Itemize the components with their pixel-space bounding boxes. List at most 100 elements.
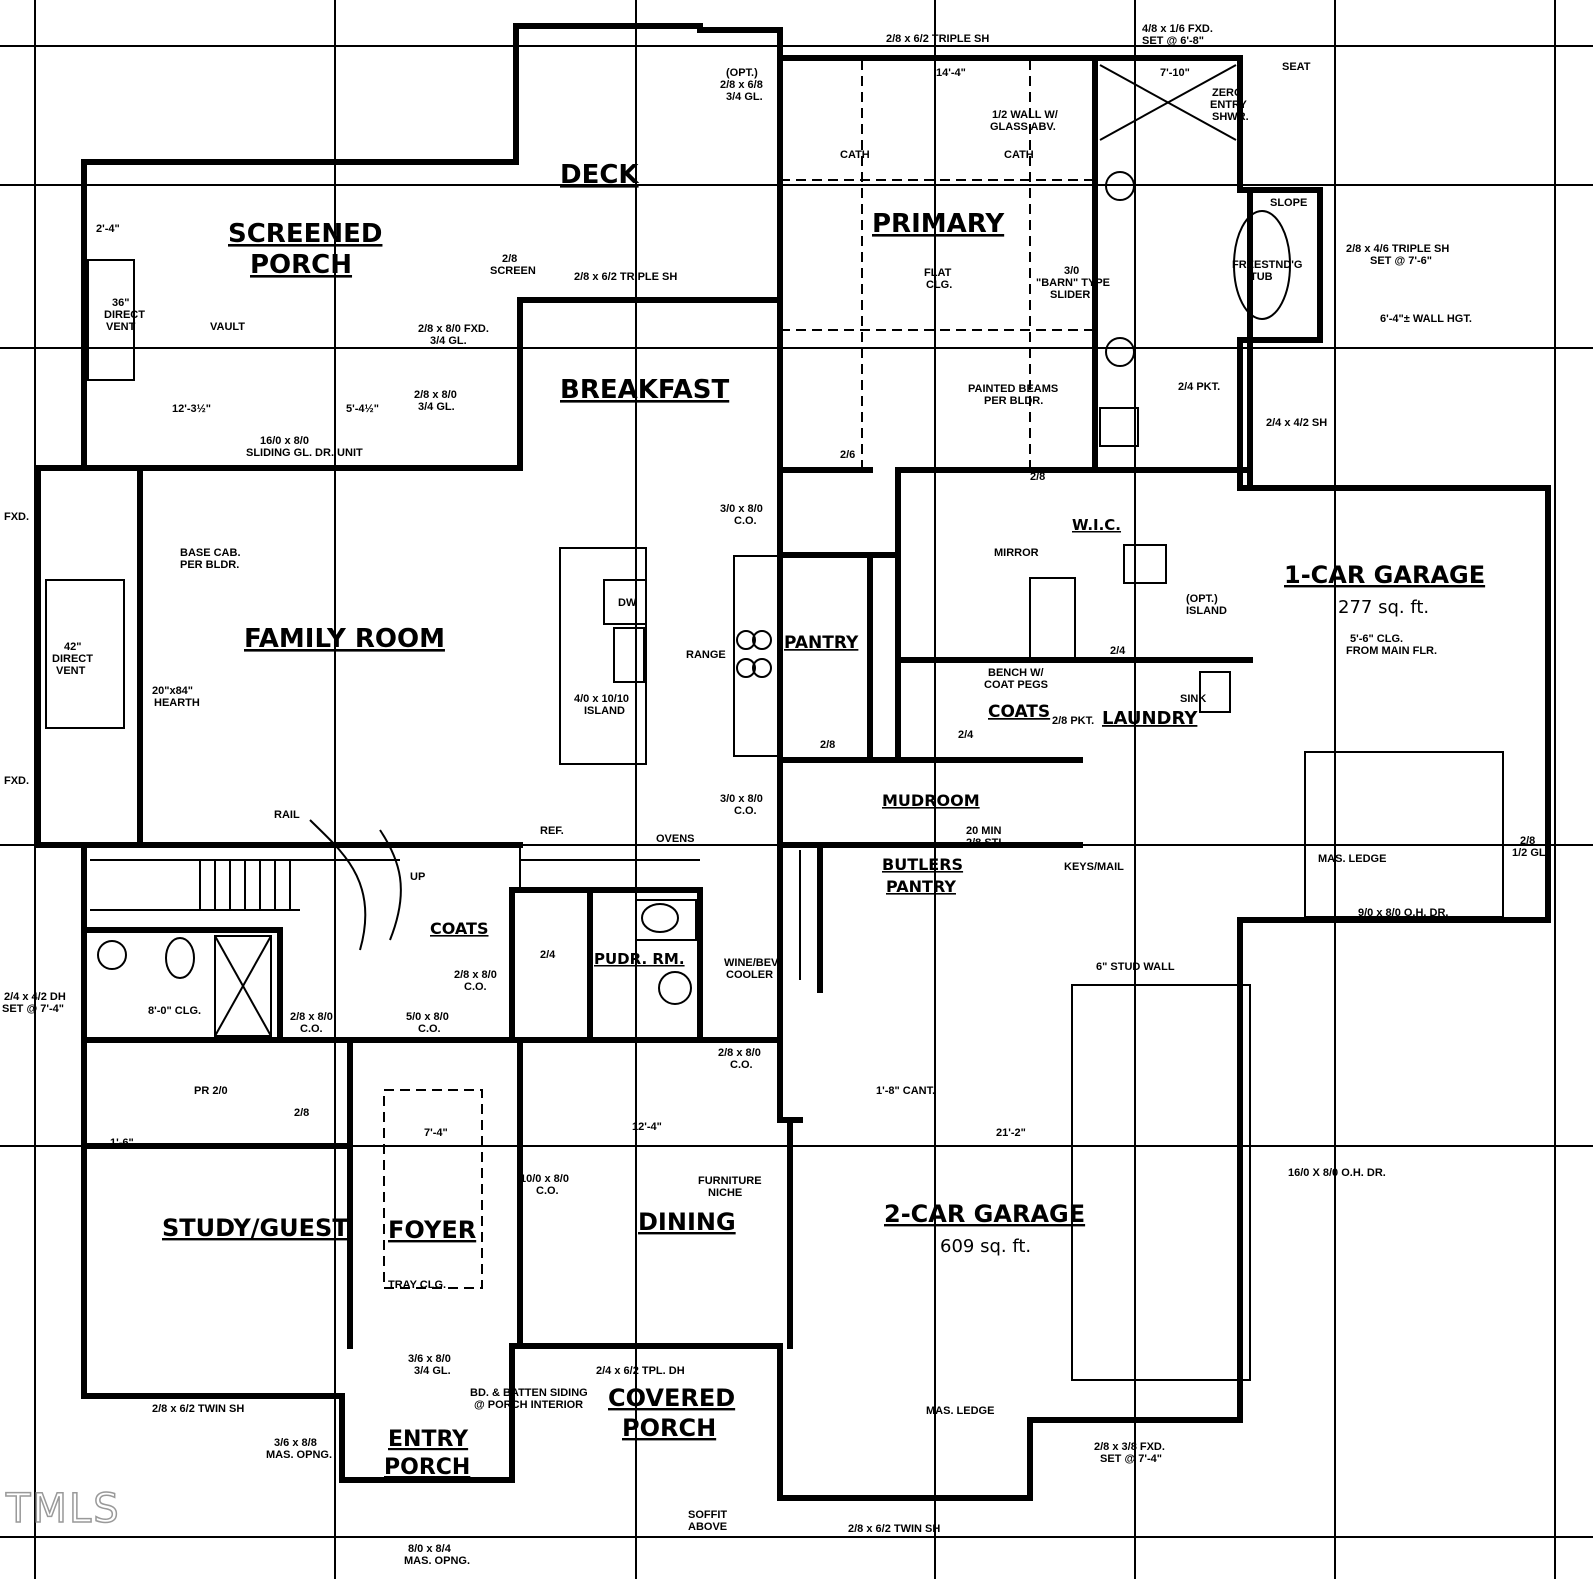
note: 7'-4" — [424, 1127, 448, 1139]
note: VAULT — [210, 321, 245, 333]
room-coats-upper: COATS — [988, 702, 1050, 722]
note: FLAT — [924, 267, 952, 279]
note: PER BLDR. — [180, 559, 239, 571]
note: 10/0 x 8/0 — [520, 1173, 569, 1185]
room-breakfast: BREAKFAST — [560, 375, 729, 405]
note: (OPT.) — [726, 67, 758, 79]
note: 2/8 — [294, 1107, 309, 1119]
note: NICHE — [708, 1187, 742, 1199]
note: 6" STUD WALL — [1096, 961, 1175, 973]
interior-walls — [81, 55, 1253, 1349]
note: 2/8 x 6/2 TRIPLE SH — [574, 271, 677, 283]
note: COAT PEGS — [984, 679, 1048, 691]
note: FURNITURE — [698, 1175, 762, 1187]
note: DW — [618, 597, 637, 609]
note: PR 2/0 — [194, 1085, 228, 1097]
note: 2/8 x 8/0 — [414, 389, 457, 401]
note: COOLER — [726, 969, 773, 981]
room-dining: DINING — [638, 1208, 736, 1236]
room-butlers-pantry-line2: PANTRY — [886, 877, 956, 896]
note: RANGE — [686, 649, 726, 661]
note: 8/0 x 8/4 — [408, 1543, 452, 1555]
note: MAS. OPNG. — [266, 1449, 332, 1461]
note: FXD. — [4, 511, 29, 523]
note: BD. & BATTEN SIDING — [470, 1387, 588, 1399]
note: C.O. — [418, 1023, 441, 1035]
note: C.O. — [464, 981, 487, 993]
note: 2/8 — [1030, 471, 1045, 483]
note: HEARTH — [154, 697, 200, 709]
note: 2/8 x 8/0 — [718, 1047, 761, 1059]
watermark: TMLS — [5, 1486, 121, 1532]
note: 4/0 x 10/10 — [574, 693, 629, 705]
note: 2/8 — [1520, 835, 1535, 847]
room-coats-lower: COATS — [430, 919, 489, 938]
note: 42" — [64, 641, 81, 653]
note: 2/4 — [1110, 645, 1126, 657]
note: 14'-4" — [936, 67, 966, 79]
note: 16/0 X 8/0 O.H. DR. — [1288, 1167, 1386, 1179]
note: VENT — [56, 665, 86, 677]
note: 2/8 x 8/0 — [290, 1011, 333, 1023]
note: TUB — [1250, 271, 1273, 283]
note: C.O. — [730, 1059, 753, 1071]
room-foyer: FOYER — [388, 1216, 476, 1244]
note: KEYS/MAIL — [1064, 861, 1124, 873]
note: MAS. OPNG. — [404, 1555, 470, 1567]
note: 3/4 GL. — [726, 91, 763, 103]
note: @ PORCH INTERIOR — [474, 1399, 583, 1411]
note: FXD. — [4, 775, 29, 787]
note: 8'-0" CLG. — [148, 1005, 201, 1017]
note: 6'-4"± WALL HGT. — [1380, 313, 1472, 325]
note: UP — [410, 871, 425, 883]
note: C.O. — [536, 1185, 559, 1197]
area-1-car-garage: 277 sq. ft. — [1338, 597, 1429, 618]
note: 2/8 — [502, 253, 517, 265]
note: 3/0 — [1064, 265, 1079, 277]
note: 36" — [112, 297, 129, 309]
note: 16/0 x 8/0 — [260, 435, 309, 447]
note: 2/4 x 6/2 TPL. DH — [596, 1365, 685, 1377]
note: 2/6 — [840, 449, 855, 461]
room-covered-porch-line1: COVERED — [608, 1384, 735, 1412]
note: 2/4 x 4/2 SH — [1266, 417, 1327, 429]
note: 2/8 x 6/2 TRIPLE SH — [886, 33, 989, 45]
note: REF. — [540, 825, 564, 837]
note: 2/8 STL — [966, 837, 1005, 849]
room-1-car-garage: 1-CAR GARAGE — [1284, 561, 1485, 589]
note: 2/8 x 6/8 — [720, 79, 763, 91]
room-wic: W.I.C. — [1072, 516, 1121, 534]
note: 3/0 x 8/0 — [720, 503, 763, 515]
note: RAIL — [274, 809, 300, 821]
note: 2/8 x 4/6 TRIPLE SH — [1346, 243, 1449, 255]
note: MAS. LEDGE — [1318, 853, 1386, 865]
room-powder-room: PUDR. RM. — [594, 950, 685, 968]
note: 3/0 x 8/0 — [720, 793, 763, 805]
note: 1'-6" — [110, 1137, 134, 1149]
note: 20"x84" — [152, 685, 193, 697]
exterior-walls — [35, 23, 1551, 1501]
room-mudroom: MUDROOM — [882, 791, 980, 810]
note: ABOVE — [688, 1521, 727, 1533]
note: MIRROR — [994, 547, 1039, 559]
note: OVENS — [656, 833, 695, 845]
note: 3/4 GL. — [430, 335, 467, 347]
note: 2/8 x 3/8 FXD. — [1094, 1441, 1165, 1453]
note: 2/8 x 6/2 TWIN SH — [848, 1523, 940, 1535]
note: 2'-4" — [96, 223, 120, 235]
note: 2/8 x 6/2 TWIN SH — [152, 1403, 244, 1415]
room-primary: PRIMARY — [872, 209, 1005, 239]
note: SHWR. — [1212, 111, 1249, 123]
note: 3/6 x 8/8 — [274, 1437, 317, 1449]
note: CATH — [1004, 149, 1034, 161]
note: FROM MAIN FLR. — [1346, 645, 1437, 657]
note: SINK — [1180, 693, 1206, 705]
room-study-guest: STUDY/GUEST — [162, 1214, 349, 1242]
room-screened-porch-line2: PORCH — [250, 250, 352, 280]
note: TRAY CLG. — [388, 1279, 446, 1291]
note: SLOPE — [1270, 197, 1307, 209]
note: FREESTND'G — [1232, 259, 1302, 271]
note: SET @ 7'-6" — [1370, 255, 1432, 267]
note: SCREEN — [490, 265, 536, 277]
